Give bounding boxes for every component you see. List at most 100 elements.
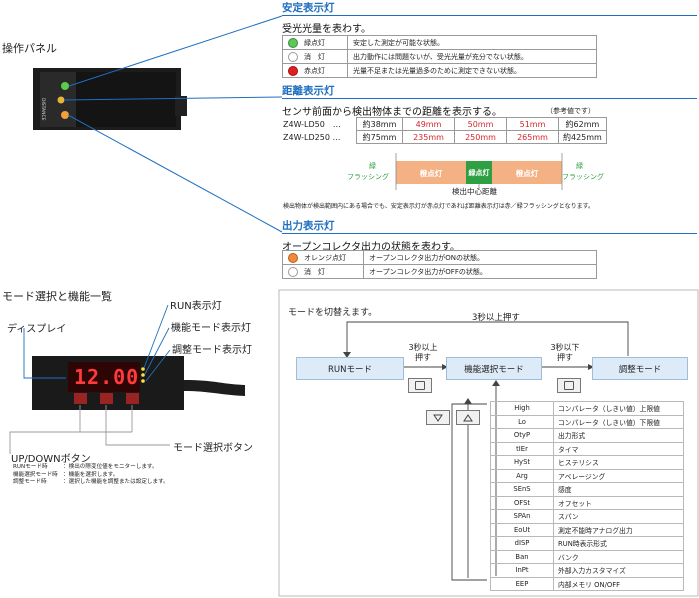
table-row: オレンジ点灯 オープンコレクタ出力がONの状態。	[282, 250, 597, 265]
center-green: 緑点灯	[468, 169, 490, 177]
function-code: OtyP	[490, 428, 554, 443]
left-green-label: 緑	[369, 162, 376, 170]
state-label: 赤点灯	[304, 66, 325, 75]
function-desc: 出力形式	[553, 428, 684, 443]
function-desc: 測定不能時アナログ出力	[553, 522, 684, 537]
output-desc: オープンコレクタ出力の状態を表わす。	[282, 242, 460, 253]
stable-desc: 受光光量を表わす。	[282, 24, 371, 35]
function-code: EoUt	[490, 522, 554, 537]
adj-indicator-label: 調整モード表示灯	[172, 345, 252, 356]
state-label: 緑点灯	[304, 38, 325, 47]
display-label: ディスプレイ	[7, 324, 67, 335]
function-desc: RUN時表示形式	[553, 536, 684, 551]
function-code: SPAn	[490, 509, 554, 524]
state-text: 光量不足または光量過多のために測定できない状態。	[347, 63, 597, 78]
mode-select-button-label: モード選択ボタン	[173, 443, 253, 454]
table-row: 消 灯 オープンコレクタ出力がOFFの状態。	[282, 264, 597, 279]
off-led-icon	[288, 51, 298, 62]
function-code: tIEr	[490, 441, 554, 456]
red-led-icon	[288, 65, 298, 76]
run-mode-box: RUNモード	[296, 357, 404, 380]
function-desc: 感度	[553, 482, 684, 497]
label-line: 押す	[557, 353, 573, 362]
state-text: 安定した測定が可能な状態。	[347, 35, 597, 50]
note-value: ：選択した機能を調整または設定します。	[63, 479, 169, 485]
table-cell: 約75mm	[356, 130, 403, 144]
note-value: ：機能を選択します。	[63, 471, 119, 478]
table-row: 緑点灯 安定した測定が可能な状態。	[282, 35, 597, 50]
left-flash-label: フラッシング	[347, 173, 389, 181]
function-desc: コンパレータ（しきい値）下限値	[553, 414, 684, 429]
distance-table: 約38mm 49mm 50mm 51mm 約62mm 約75mm 235mm 2…	[356, 117, 607, 144]
blink-orange-right: 橙点灯	[515, 169, 539, 178]
function-desc: アベレージング	[553, 468, 684, 483]
model-label: Z4W-LD250 …	[283, 133, 341, 142]
press-3s-more-label: 3秒以上 押す	[408, 343, 438, 363]
note-row: 機能選択モード時：機能を選択します。	[13, 472, 169, 480]
table-cell: 265mm	[506, 130, 559, 144]
function-code: SEnS	[490, 482, 554, 497]
table-cell: 約62mm	[558, 117, 607, 131]
state-text: 出力動作には問題ないが、受光光量が充分でない状態。	[347, 49, 597, 64]
run-indicator-label: RUN表示灯	[170, 301, 222, 312]
table-cell: 49mm	[402, 117, 455, 131]
state-label: 消 灯	[304, 52, 325, 61]
distance-indicator-title: 距離表示灯	[282, 85, 335, 97]
function-code: Lo	[490, 414, 554, 429]
label-line: 3秒以下	[550, 343, 580, 352]
table-cell: 235mm	[402, 130, 455, 144]
function-code: dISP	[490, 536, 554, 551]
model-label: Z4W-LD50 …	[283, 120, 341, 129]
function-code: High	[490, 401, 554, 416]
center-distance-label: 検出中心距離	[452, 187, 497, 196]
table-cell: 約425mm	[558, 130, 607, 144]
output-indicator-title: 出力表示灯	[282, 220, 335, 232]
table-cell: 51mm	[506, 117, 559, 131]
table-row: 約38mm 49mm 50mm 51mm 約62mm	[356, 117, 607, 131]
function-desc: 外部入力カスタマイズ	[553, 563, 684, 578]
function-code: Arg	[490, 468, 554, 483]
state-text: オープンコレクタ出力がOFFの状態。	[363, 264, 597, 279]
mode-button-icon[interactable]	[557, 378, 581, 393]
function-desc: オフセット	[553, 495, 684, 510]
function-code: EEP	[490, 576, 554, 591]
distance-note: 検出物体が検出範囲内にある場合でも、安定表示灯が赤点灯であれば距離表示灯は赤／緑…	[283, 203, 594, 210]
svg-text:DISTANCE: DISTANCE	[40, 98, 46, 121]
mode-notes: RUNモード時：検出の際変位値をモニターします。 機能選択モード時：機能を選択し…	[13, 464, 169, 487]
function-code: InPt	[490, 563, 554, 578]
table-cell: 約38mm	[356, 117, 403, 131]
note-value: ：検出の際変位値をモニターします。	[63, 464, 158, 470]
right-green-label: 緑	[576, 162, 583, 170]
func-indicator-label: 機能モード表示灯	[171, 323, 251, 334]
function-code: Ban	[490, 549, 554, 564]
down-button-icon[interactable]	[426, 410, 450, 425]
right-flash-label: フラッシング	[562, 173, 604, 181]
state-label: 消 灯	[304, 267, 325, 276]
table-cell: 250mm	[454, 130, 507, 144]
lcd-display: 12.00	[74, 365, 140, 389]
divider	[282, 233, 697, 234]
label-line: 押す	[415, 353, 431, 362]
off-led-icon	[288, 266, 298, 277]
function-desc: 内部メモリ ON/OFF	[553, 576, 684, 591]
mode-section-title: モード選択と機能一覧	[2, 290, 112, 303]
mode-button-icon[interactable]	[408, 378, 432, 393]
up-button-icon[interactable]	[456, 410, 480, 425]
state-text: オープンコレクタ出力がONの状態。	[363, 250, 597, 265]
reference-note: （参考値です）	[546, 107, 595, 115]
function-desc: コンパレータ（しきい値）上限値	[553, 401, 684, 416]
state-label: オレンジ点灯	[304, 253, 346, 262]
label-line: 3秒以上	[408, 343, 438, 352]
output-table: オレンジ点灯 オープンコレクタ出力がONの状態。 消 灯 オープンコレクタ出力が…	[282, 250, 597, 279]
press-3s-less-label: 3秒以下 押す	[550, 343, 580, 363]
